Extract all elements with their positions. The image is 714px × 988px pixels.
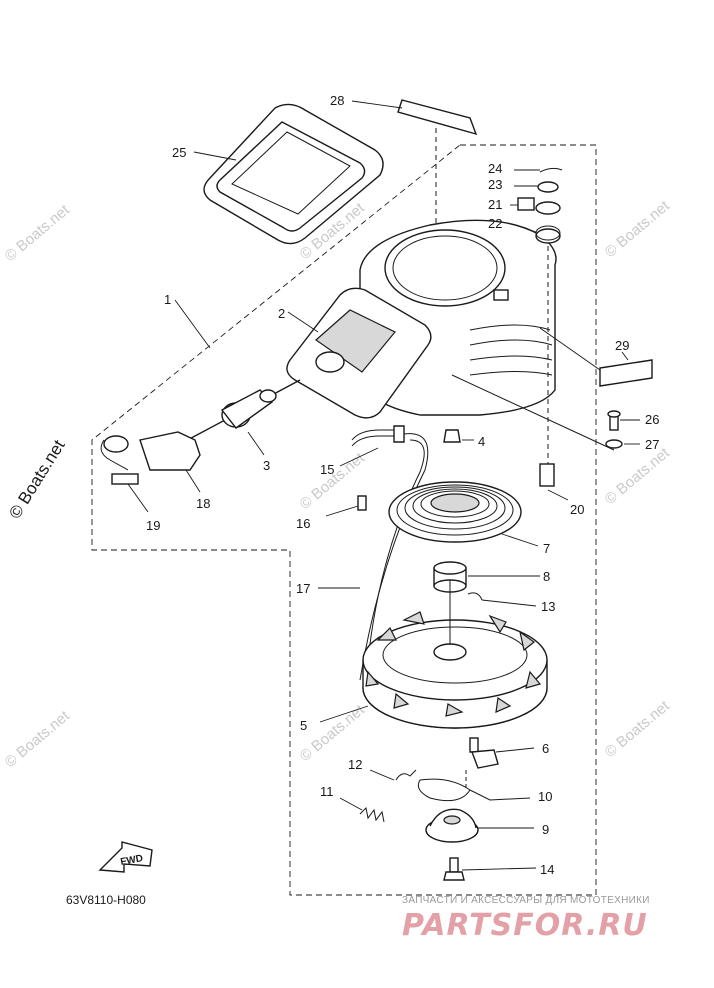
watermark: © Boats.net	[2, 201, 74, 265]
callout-14: 14	[540, 862, 554, 877]
small-hardware-top	[510, 167, 569, 501]
forward-arrow-icon: FWD	[98, 841, 153, 873]
callout-9: 9	[542, 822, 549, 837]
callout-2: 2	[278, 306, 285, 321]
part-5-reel	[319, 580, 548, 729]
callout-21: 21	[488, 197, 502, 212]
callout-28: 28	[330, 93, 344, 108]
watermark: © Boats.net	[297, 701, 369, 765]
assembly-boundary	[91, 144, 597, 896]
callout-11: 11	[320, 784, 334, 799]
watermark: © Boats.net	[2, 707, 74, 771]
figure-code: 63V8110-H080	[66, 893, 146, 907]
callout-10: 10	[538, 789, 552, 804]
callout-16: 16	[296, 516, 310, 531]
callout-1: 1	[164, 292, 171, 307]
callout-23: 23	[488, 177, 502, 192]
watermark: © Boats.net	[602, 197, 674, 261]
callout-8: 8	[543, 569, 550, 584]
callout-15: 15	[320, 462, 334, 477]
callout-19: 19	[146, 518, 160, 533]
part-3-rope-and-handle	[100, 379, 301, 513]
callout-25: 25	[172, 145, 186, 160]
part-1-leader	[174, 299, 211, 349]
callout-18: 18	[196, 496, 210, 511]
callout-20: 20	[570, 502, 584, 517]
callout-5: 5	[300, 718, 307, 733]
callout-17: 17	[296, 581, 310, 596]
brand-logo: PARTSFOR.RU	[402, 908, 648, 943]
callout-4: 4	[478, 434, 485, 449]
callout-26: 26	[645, 412, 659, 427]
part-2-handle-guide	[286, 287, 432, 419]
watermark-large: © Boats.net	[5, 436, 68, 522]
fwd-label: FWD	[120, 853, 144, 868]
part-28-label	[351, 99, 478, 275]
callout-6: 6	[542, 741, 549, 756]
part-7-recoil-spring	[388, 481, 539, 547]
callout-24: 24	[488, 161, 502, 176]
watermarks: © Boats.net © Boats.net © Boats.net © Bo…	[2, 197, 674, 771]
callout-7: 7	[543, 541, 550, 556]
callout-3: 3	[263, 458, 270, 473]
small-hardware-right	[443, 327, 653, 451]
callout-numbers: 1 2 3 4 5 6 7 8 9 10 11 12 13 14 15 16 1…	[146, 93, 659, 877]
brand-tagline: ЗАПЧАСТИ И АКСЕССУАРЫ ДЛЯ МОТОТЕХНИКИ	[402, 895, 650, 906]
callout-12: 12	[348, 757, 362, 772]
watermark: © Boats.net	[602, 444, 674, 508]
part-25-cover	[193, 103, 384, 245]
footer-branding: ЗАПЧАСТИ И АКСЕССУАРЫ ДЛЯ МОТОТЕХНИКИ PA…	[402, 895, 650, 943]
callout-27: 27	[645, 437, 659, 452]
watermark: © Boats.net	[602, 697, 674, 761]
callout-29: 29	[615, 338, 629, 353]
callout-22: 22	[488, 216, 502, 231]
lower-hardware	[339, 737, 537, 881]
callout-13: 13	[541, 599, 555, 614]
